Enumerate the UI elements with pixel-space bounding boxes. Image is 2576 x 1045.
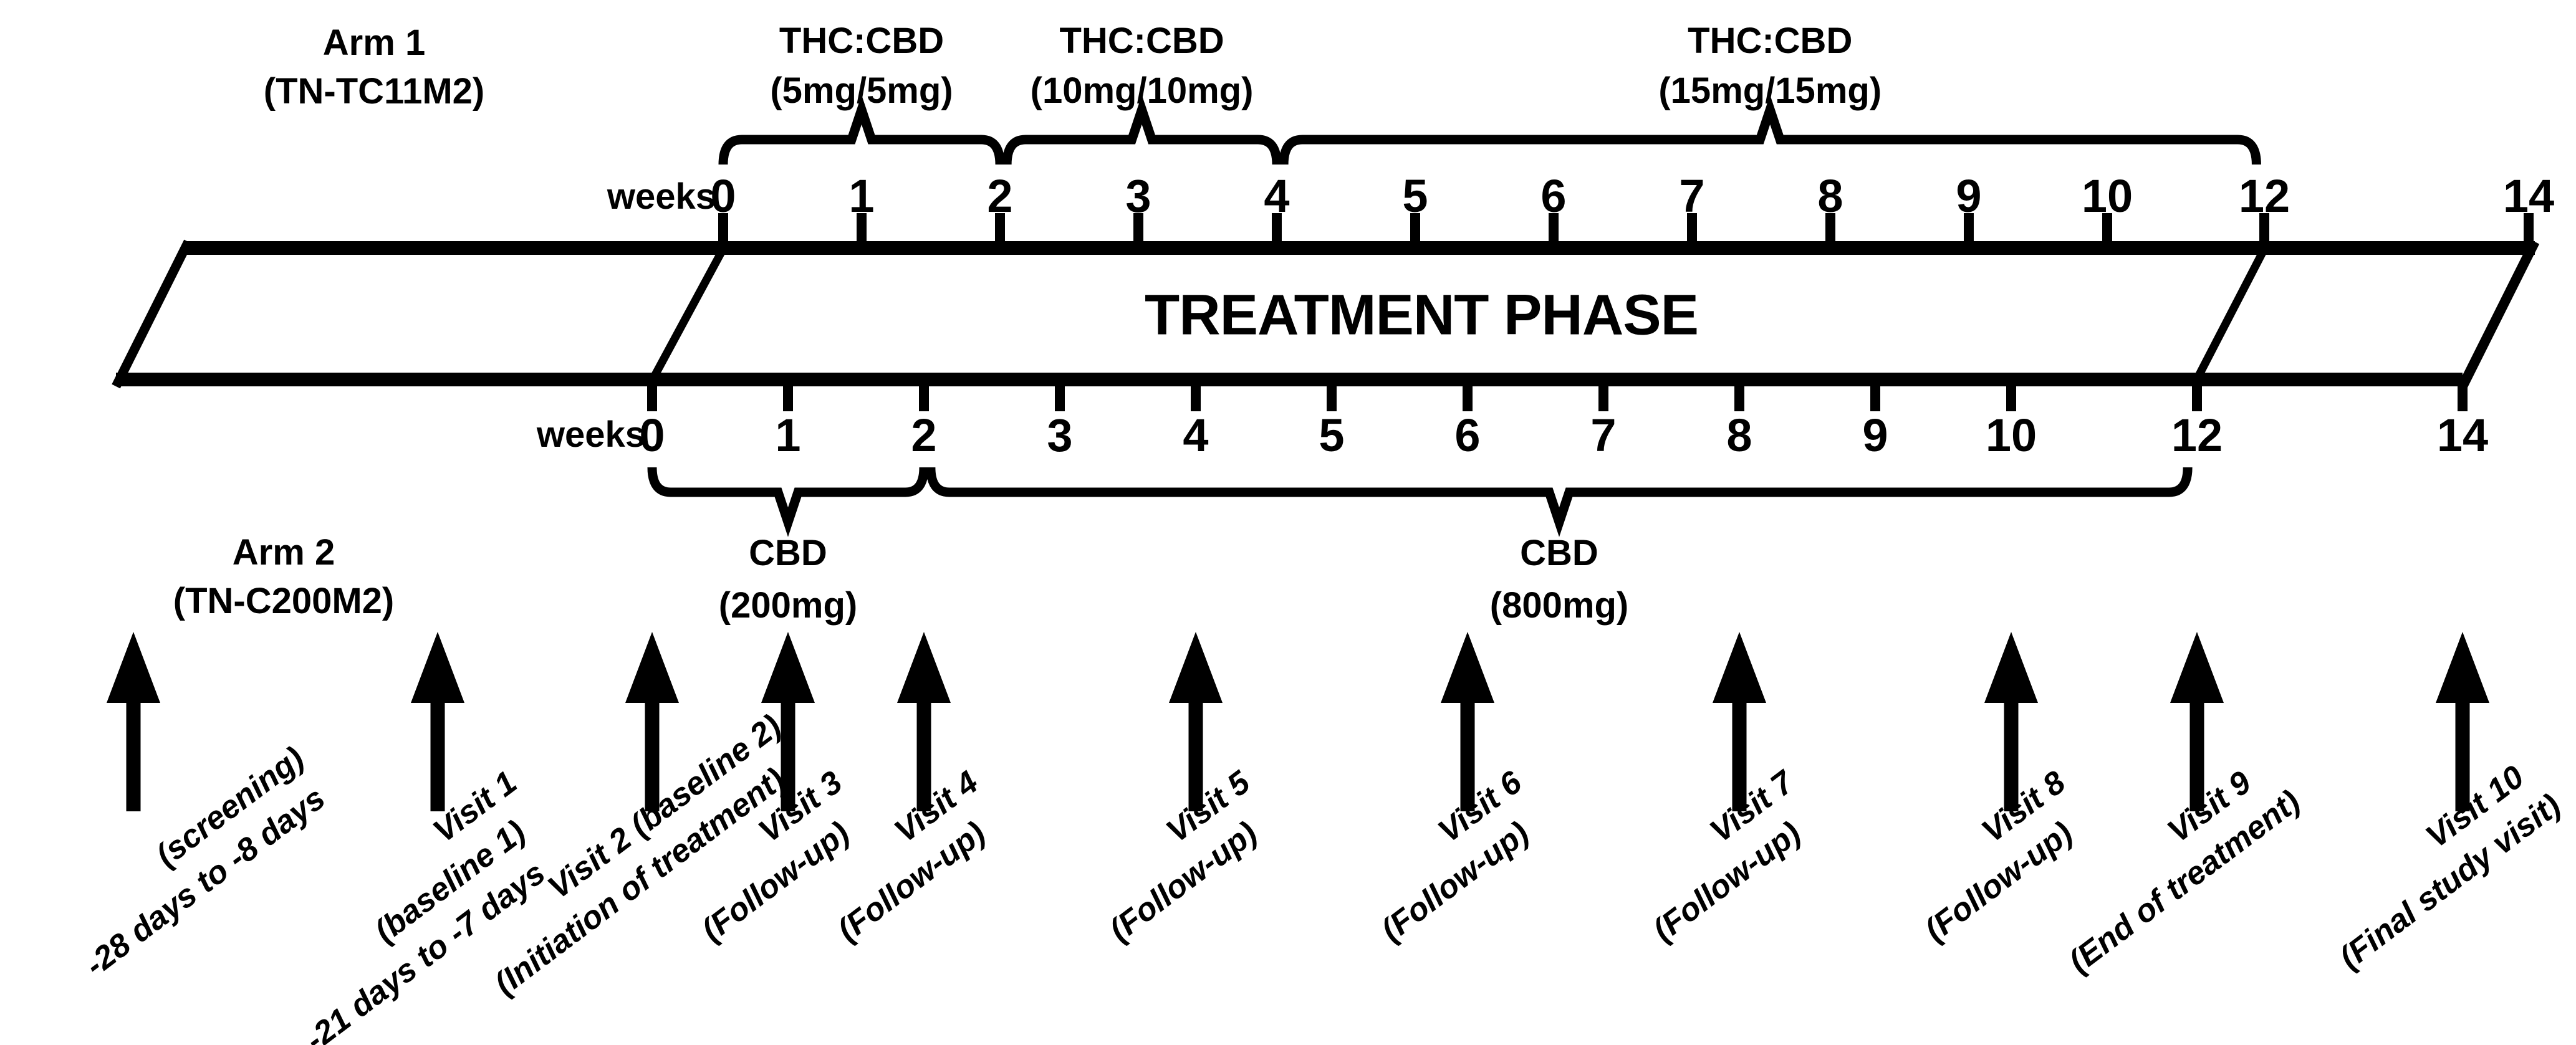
dose-amount: (200mg) [718, 585, 858, 626]
visit-arrow-head-8 [1713, 632, 1766, 703]
bottom-week-ticks [647, 384, 2468, 411]
weeks-axis-label-top: weeks [607, 176, 716, 217]
dose-name: THC:CBD [779, 21, 944, 61]
top-brace-1 [718, 95, 1005, 165]
top-dose-label-3: THC:CBD (15mg/15mg) [1658, 16, 1882, 116]
bottom-week-number-2: 2 [911, 409, 937, 461]
visit-arrow-head-5 [897, 632, 951, 703]
dose-amount: (800mg) [1489, 585, 1629, 626]
dose-name: THC:CBD [1688, 21, 1853, 61]
top-week-number-6: 6 [1540, 170, 1567, 222]
dose-name: CBD [749, 533, 827, 573]
top-week-number-2: 2 [987, 170, 1013, 222]
bottom-week-number-10: 10 [1985, 409, 2037, 461]
bottom-week-number-9: 9 [1862, 409, 1888, 461]
top-week-number-10: 10 [2081, 170, 2133, 222]
top-week-number-5: 5 [1402, 170, 1428, 222]
arm1-code: (TN-TC11M2) [263, 71, 485, 112]
dose-amount: (5mg/5mg) [770, 70, 953, 111]
top-week-number-12: 12 [2238, 170, 2290, 222]
bottom-brace-1 [647, 467, 929, 537]
visit-arrow-head-1 [107, 632, 160, 703]
top-week-number-1: 1 [848, 170, 875, 222]
visit-arrow-head-3 [625, 632, 679, 703]
visit-arrow-head-6 [1169, 632, 1223, 703]
timeline-band [112, 239, 2540, 389]
top-week-number-0: 0 [710, 170, 736, 222]
bottom-week-number-0: 0 [639, 409, 665, 461]
dose-name: THC:CBD [1059, 21, 1224, 61]
dose-amount: (10mg/10mg) [1030, 70, 1254, 111]
arm1-label: Arm 1 (TN-TC11M2) [264, 19, 484, 116]
band-left-edge [112, 239, 193, 389]
bottom-week-number-5: 5 [1319, 409, 1345, 461]
visit-arrow-head-7 [1441, 632, 1494, 703]
bottom-week-number-14: 14 [2436, 409, 2489, 461]
top-week-number-4: 4 [1264, 170, 1290, 222]
dose-name: CBD [1520, 533, 1598, 573]
dose-amount: (15mg/15mg) [1658, 70, 1882, 111]
bottom-brace-2 [926, 467, 2193, 537]
arm1-name: Arm 1 [322, 22, 426, 63]
top-week-number-8: 8 [1817, 170, 1843, 222]
arm2-name: Arm 2 [232, 532, 335, 573]
top-week-number-9: 9 [1956, 170, 1982, 222]
bottom-week-number-1: 1 [775, 409, 801, 461]
top-week-number-3: 3 [1125, 170, 1151, 222]
weeks-axis-label-bottom: weeks [536, 414, 645, 455]
bottom-week-number-12: 12 [2171, 409, 2223, 461]
bottom-week-number-7: 7 [1590, 409, 1617, 461]
visit-arrow-head-11 [2436, 632, 2489, 703]
visit-arrow-head-9 [1984, 632, 2038, 703]
visit-arrow-head-4 [761, 632, 815, 703]
top-brace-2 [1002, 95, 1282, 165]
top-dose-label-1: THC:CBD (5mg/5mg) [770, 16, 953, 116]
bottom-week-number-6: 6 [1454, 409, 1481, 461]
arm2-code: (TN-C200M2) [173, 581, 395, 621]
bottom-dose-label-2: CBD (800mg) [1490, 527, 1628, 632]
bottom-dose-braces [647, 467, 2193, 537]
bottom-dose-label-1: CBD (200mg) [719, 527, 857, 632]
visit-arrows [107, 632, 2489, 811]
bottom-week-number-8: 8 [1726, 409, 1752, 461]
top-brace-3 [1279, 95, 2261, 165]
top-dose-label-2: THC:CBD (10mg/10mg) [1031, 16, 1254, 116]
top-week-ticks [718, 213, 2534, 244]
top-week-number-14: 14 [2502, 170, 2555, 222]
top-week-number-7: 7 [1679, 170, 1705, 222]
visit-arrow-head-10 [2170, 632, 2224, 703]
treatment-phase-title: TREATMENT PHASE [1145, 283, 1699, 347]
band-right-edge [2458, 239, 2540, 389]
visit-arrow-head-2 [411, 632, 464, 703]
band-divider-week0 [646, 241, 730, 388]
arm2-label: Arm 2 (TN-C200M2) [173, 528, 395, 626]
bottom-week-number-3: 3 [1047, 409, 1073, 461]
band-divider-week12 [2190, 241, 2271, 387]
top-dose-braces [718, 95, 2261, 165]
bottom-week-number-4: 4 [1183, 409, 1209, 461]
